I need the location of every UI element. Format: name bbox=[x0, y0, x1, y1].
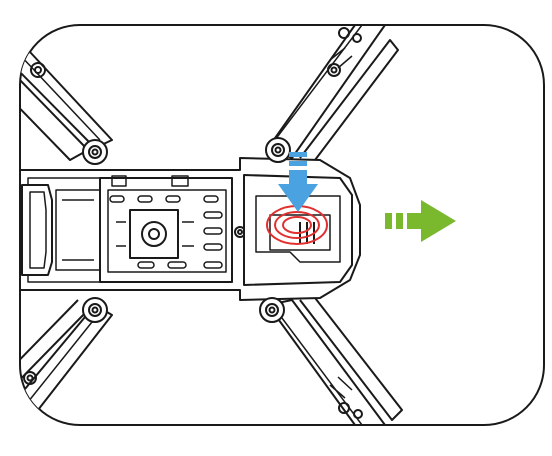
arm-pivots bbox=[82, 137, 291, 323]
drone-body-group bbox=[20, 25, 403, 425]
right-arrow-icon bbox=[385, 200, 456, 242]
arm-upper-left bbox=[20, 51, 113, 161]
down-arrow-icon bbox=[278, 152, 318, 212]
arm-lower-left bbox=[20, 299, 113, 411]
battery-compartment bbox=[99, 175, 246, 283]
arm-lower-right bbox=[267, 293, 403, 425]
